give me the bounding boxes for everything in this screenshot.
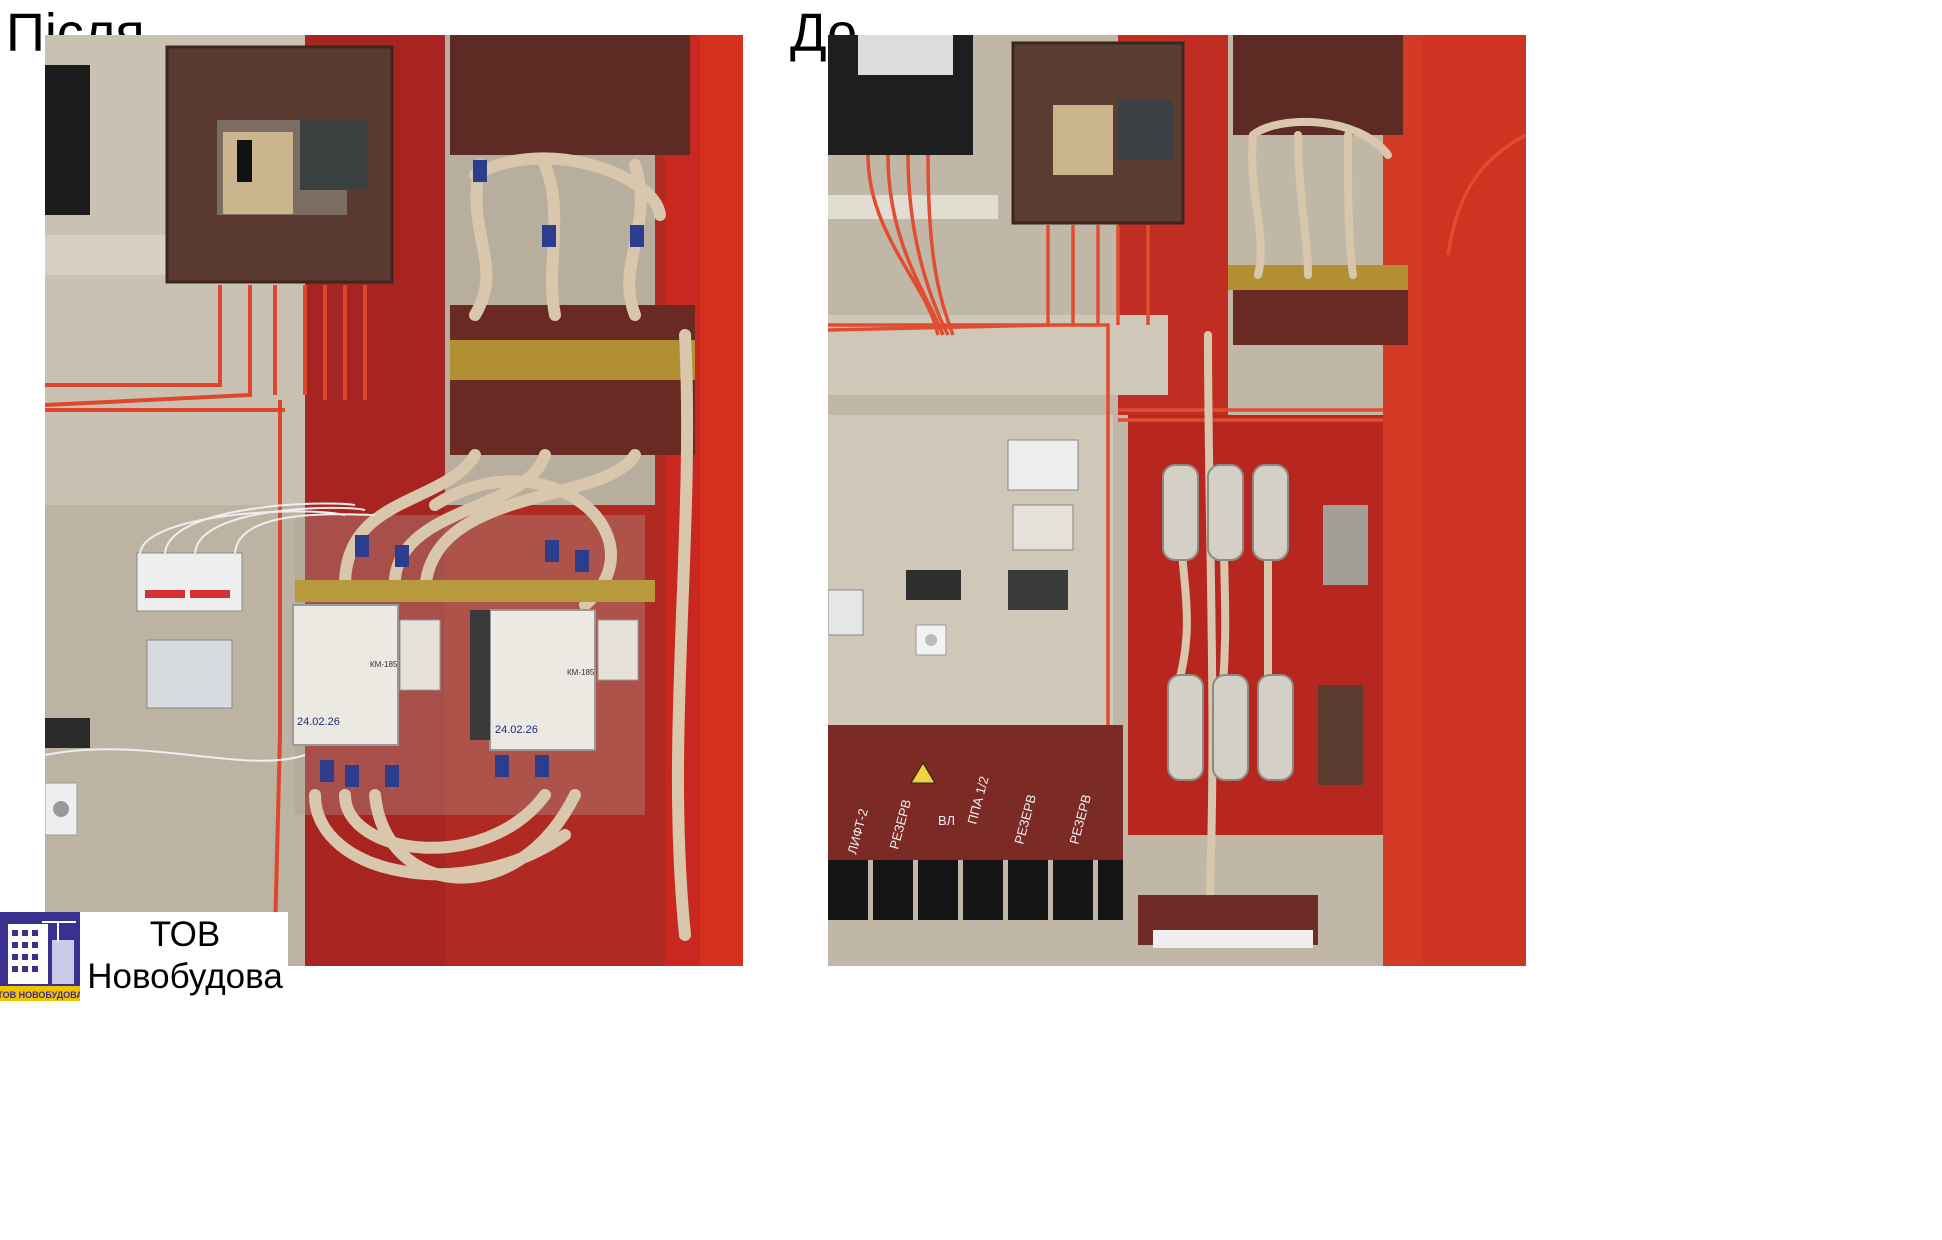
after-label: Після: [0, 0, 151, 66]
after-photo: КМ-185 КМ-185 24.02.26 24.02.26: [45, 35, 743, 966]
contactor-model-left: КМ-185: [370, 660, 398, 669]
after-panel-illustration: КМ-185 КМ-185 24.02.26 24.02.26: [45, 35, 743, 966]
before-photo: ЛИФТ-2 РЕЗЕРВ ВЛ ППА 1/2 РЕЗЕРВ РЕЗЕРВ: [828, 35, 1526, 966]
contactor-date-right: 24.02.26: [495, 724, 538, 736]
company-name-line1: ТОВ: [149, 915, 221, 954]
company-logo: ТОВ НОВОБУДОВА: [0, 912, 80, 1001]
company-name-line2: Новобудова: [87, 957, 283, 996]
circuit-label-3: ВЛ: [938, 813, 955, 828]
company-name: ТОВ Новобудова: [82, 914, 288, 998]
logo-text: ТОВ НОВОБУДОВА: [0, 990, 80, 1000]
company-badge: ТОВ НОВОБУДОВА ТОВ Новобудова: [0, 912, 288, 1001]
before-panel-illustration: ЛИФТ-2 РЕЗЕРВ ВЛ ППА 1/2 РЕЗЕРВ РЕЗЕРВ: [828, 35, 1526, 966]
contactor-date-left: 24.02.26: [297, 716, 340, 728]
contactor-model-right: КМ-185: [567, 668, 595, 677]
